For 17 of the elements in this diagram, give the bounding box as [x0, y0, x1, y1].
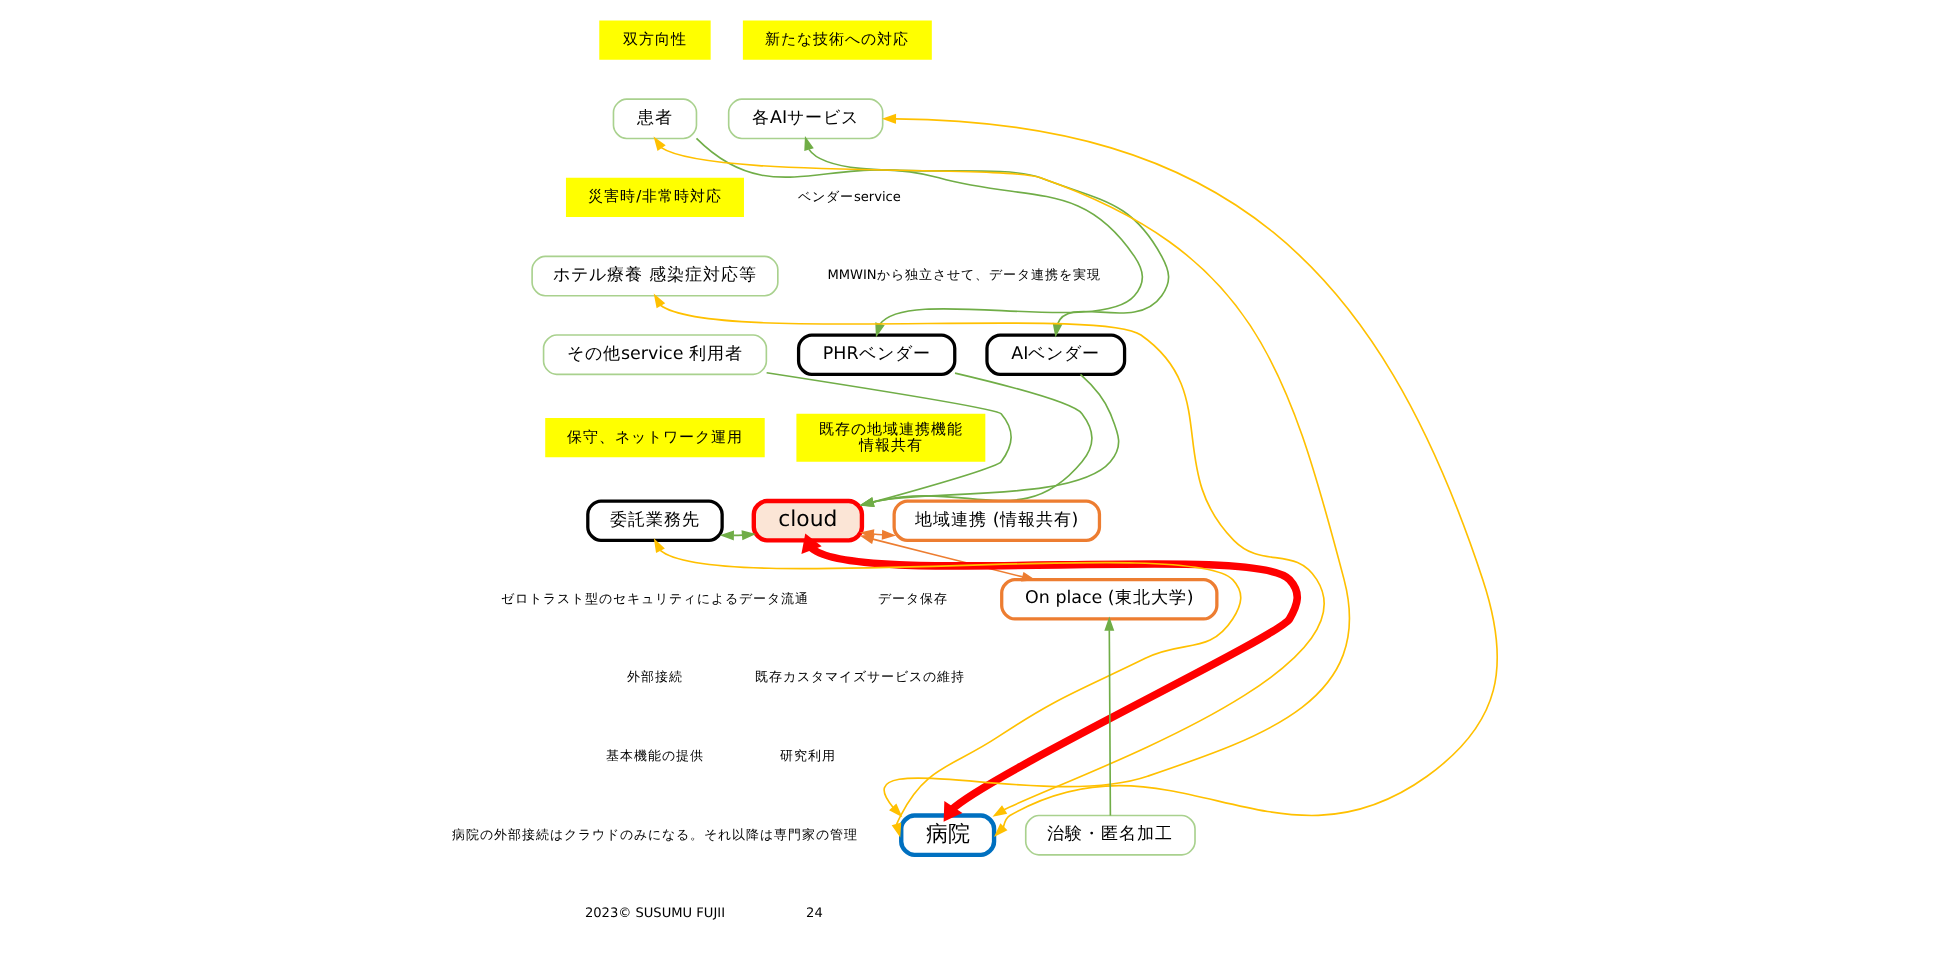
- node-box: 治験・匿名加工: [1023, 814, 1195, 856]
- arrow: [880, 113, 1498, 837]
- node-box: 地域連携 (情報共有): [891, 499, 1101, 542]
- node-box: 病院: [898, 813, 996, 858]
- node-box: 患者: [611, 98, 697, 140]
- node-box: PHRベンダー: [795, 333, 956, 376]
- node-box: 委託業務先: [585, 499, 723, 542]
- node-box: 各AIサービス: [726, 98, 883, 140]
- node-box: On place (東北大学): [999, 578, 1218, 621]
- node-box: AIベンダー: [984, 333, 1126, 376]
- node-box: cloud: [750, 498, 864, 543]
- arrow: [652, 293, 1324, 817]
- node-box: ホテル療養 感染症対応等: [530, 255, 778, 297]
- arrow: [652, 136, 1349, 818]
- arrow: [1103, 616, 1114, 817]
- node-box: その他service 利用者: [541, 334, 767, 376]
- arrow: [764, 371, 1011, 507]
